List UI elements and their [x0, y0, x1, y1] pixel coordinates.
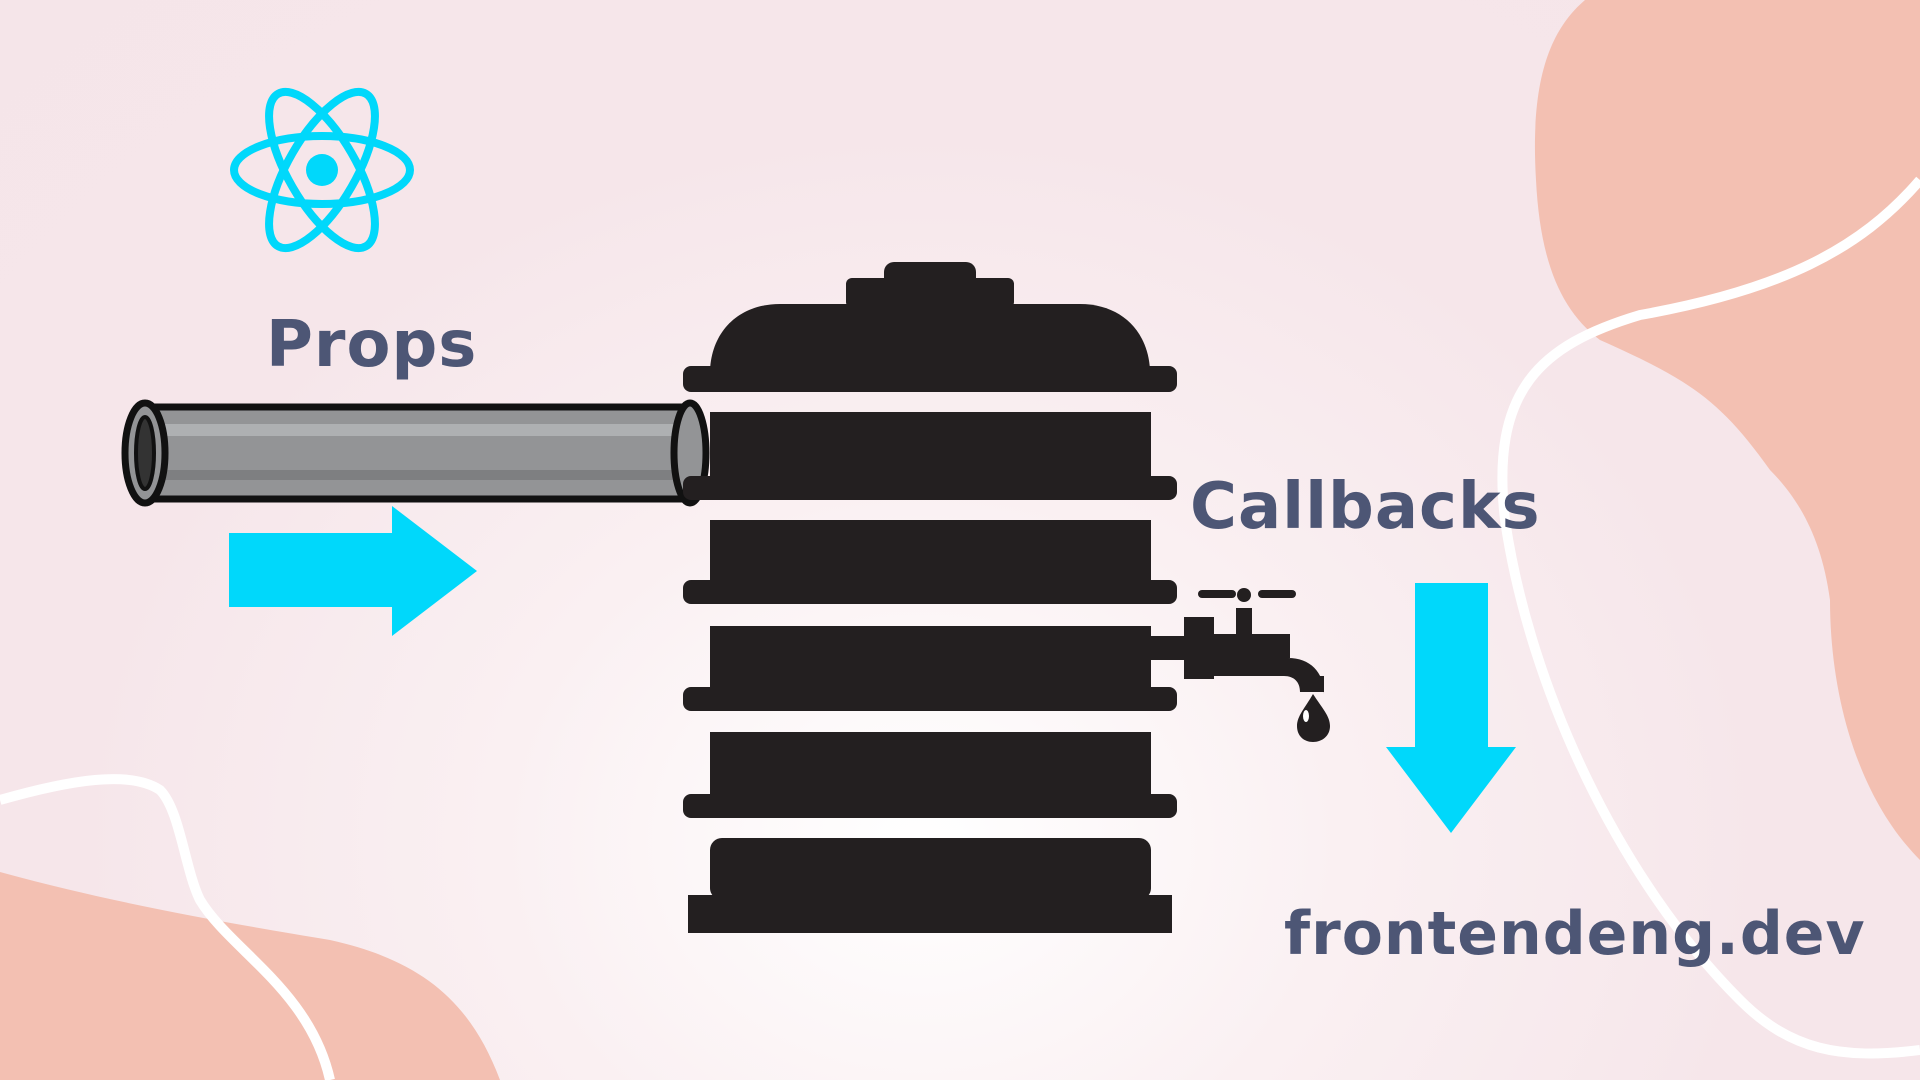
right-curve-line	[1497, 176, 1920, 1059]
top-right-blob	[1534, 0, 1920, 860]
site-url-label: frontendeng.dev	[1284, 899, 1866, 969]
callbacks-label: Callbacks	[1190, 470, 1541, 544]
bottom-left-blob	[0, 872, 500, 1080]
arrow-right-icon	[229, 506, 477, 636]
water-drop-icon	[1297, 694, 1330, 742]
water-tank-icon	[683, 262, 1177, 933]
react-atom-icon	[230, 87, 414, 253]
arrow-down-icon	[1386, 583, 1516, 833]
left-curve-line	[0, 774, 335, 1080]
pipe-icon	[121, 399, 710, 507]
props-label: Props	[266, 308, 478, 382]
faucet-icon	[1150, 588, 1324, 694]
